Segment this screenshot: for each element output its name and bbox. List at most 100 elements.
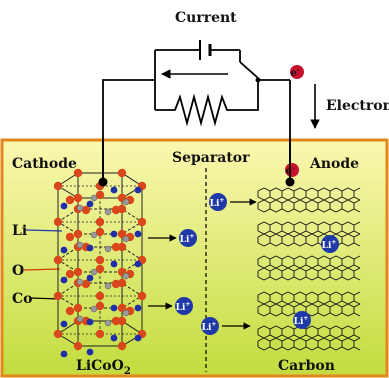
svg-text:e-: e- — [291, 67, 300, 79]
lithium-ion-symbol: Li — [176, 303, 186, 313]
oxygen-atom — [81, 205, 91, 215]
lithium-ion-symbol: Li — [322, 241, 332, 251]
label-li: Li — [12, 223, 27, 239]
cobalt-atom — [76, 241, 84, 249]
lithium-ion-label: Li+ — [210, 197, 225, 209]
label-pointers — [25, 229, 63, 232]
oxygen-atom — [137, 217, 147, 227]
graphite-layer — [257, 291, 361, 305]
oxygen-atom — [137, 291, 147, 301]
graphite-ring-top — [257, 199, 361, 204]
oxygen-atom — [73, 341, 83, 351]
graphite-ring-top — [257, 291, 361, 296]
label-cathode-material: LiCoO2 — [76, 358, 131, 377]
graphite-ring-bottom — [257, 264, 361, 269]
lithium-atom — [110, 304, 118, 312]
lithium-ion-charge: + — [189, 233, 194, 240]
lithium-atom — [60, 246, 68, 254]
oxygen-atom — [95, 301, 105, 311]
graphite-ring-top — [257, 325, 361, 330]
oxygen-atom — [95, 255, 105, 265]
electron-anode: e- — [285, 163, 299, 177]
label-co: Co — [12, 291, 32, 307]
oxygen-atom — [73, 168, 83, 178]
oxygen-atom — [53, 217, 63, 227]
lithium-ion: Li+ — [175, 297, 193, 315]
lithium-ion-body — [321, 235, 339, 253]
graphite-layer — [257, 325, 361, 339]
electron-top: e- — [290, 65, 304, 79]
lithium-ion-symbol: Li — [294, 317, 304, 327]
cobalt-atom — [90, 194, 98, 202]
cobalt-atom — [76, 278, 84, 286]
lithium-atom — [60, 350, 68, 358]
oxygen-atom — [65, 306, 75, 316]
graphite-layer — [257, 221, 361, 235]
graphite-layer — [257, 255, 361, 269]
oxygen-atom — [53, 255, 63, 265]
graphite-ring-top — [257, 187, 361, 192]
cobalt-atom — [122, 309, 130, 317]
cobalt-atom — [122, 198, 130, 206]
cobalt-atom — [76, 204, 84, 212]
lithium-ion-charge: + — [303, 315, 308, 322]
lithium-atom — [110, 186, 118, 194]
cobalt-atom — [104, 319, 112, 327]
cell-panel — [0, 138, 389, 378]
lithium-ion-body — [179, 229, 197, 247]
lithium-ion-label: Li+ — [202, 321, 217, 333]
graphite-ring-bottom — [257, 208, 361, 213]
cathode-lattice — [53, 168, 147, 358]
oxygen-atom — [81, 279, 91, 289]
oxygen-atom — [117, 278, 127, 288]
cobalt-atom — [76, 315, 84, 323]
cobalt-atom — [90, 305, 98, 313]
lithium-atom — [134, 334, 142, 342]
graphite-layer — [257, 199, 361, 213]
anode-terminal — [285, 177, 295, 187]
cobalt-atom — [90, 268, 98, 276]
graphite-ring-top — [257, 221, 361, 226]
oxygen-atom — [73, 193, 83, 203]
cobalt-atom — [104, 245, 112, 253]
cobalt-atom — [122, 235, 130, 243]
label-separator: Separator — [172, 150, 250, 166]
graphite-ring-top — [257, 267, 361, 272]
graphite-ring-bottom — [257, 230, 361, 235]
oxygen-atom — [117, 242, 127, 252]
label-anode: Anode — [309, 156, 359, 172]
cobalt-atom — [104, 208, 112, 216]
lithium-atom — [134, 304, 142, 312]
lithium-atom — [110, 334, 118, 342]
oxygen-atom — [95, 329, 105, 339]
lithium-ion: Li+ — [179, 229, 197, 247]
graphite-ring-bottom — [257, 196, 361, 201]
lithium-atom — [60, 202, 68, 210]
oxygen-atom — [95, 217, 105, 227]
lithium-atom — [60, 320, 68, 328]
oxygen-atom — [111, 316, 121, 326]
o-pointer — [23, 268, 61, 271]
lithium-ions: Li+Li+Li+Li+Li+Li+ — [148, 193, 339, 335]
oxygen-atom — [53, 329, 63, 339]
oxygen-atom — [117, 341, 127, 351]
svg-text:e-: e- — [286, 165, 295, 177]
oxygen-atom — [111, 242, 121, 252]
graphite-ring-bottom — [257, 276, 361, 281]
label-electrons: Electrons — [326, 98, 389, 114]
oxygen-atom — [73, 267, 83, 277]
lithium-ion: Li+ — [321, 235, 339, 253]
graphite-ring-bottom — [257, 300, 361, 305]
oxygen-atom — [117, 316, 127, 326]
oxygen-atom — [117, 229, 127, 239]
graphite-ring-bottom — [257, 334, 361, 339]
lithium-atom — [134, 230, 142, 238]
oxygen-atom — [95, 190, 105, 200]
lithium-atom — [86, 348, 94, 356]
lithium-ion: Li+ — [209, 193, 227, 211]
lithium-atom — [86, 274, 94, 282]
label-o: O — [12, 263, 24, 279]
oxygen-atom — [73, 303, 83, 313]
